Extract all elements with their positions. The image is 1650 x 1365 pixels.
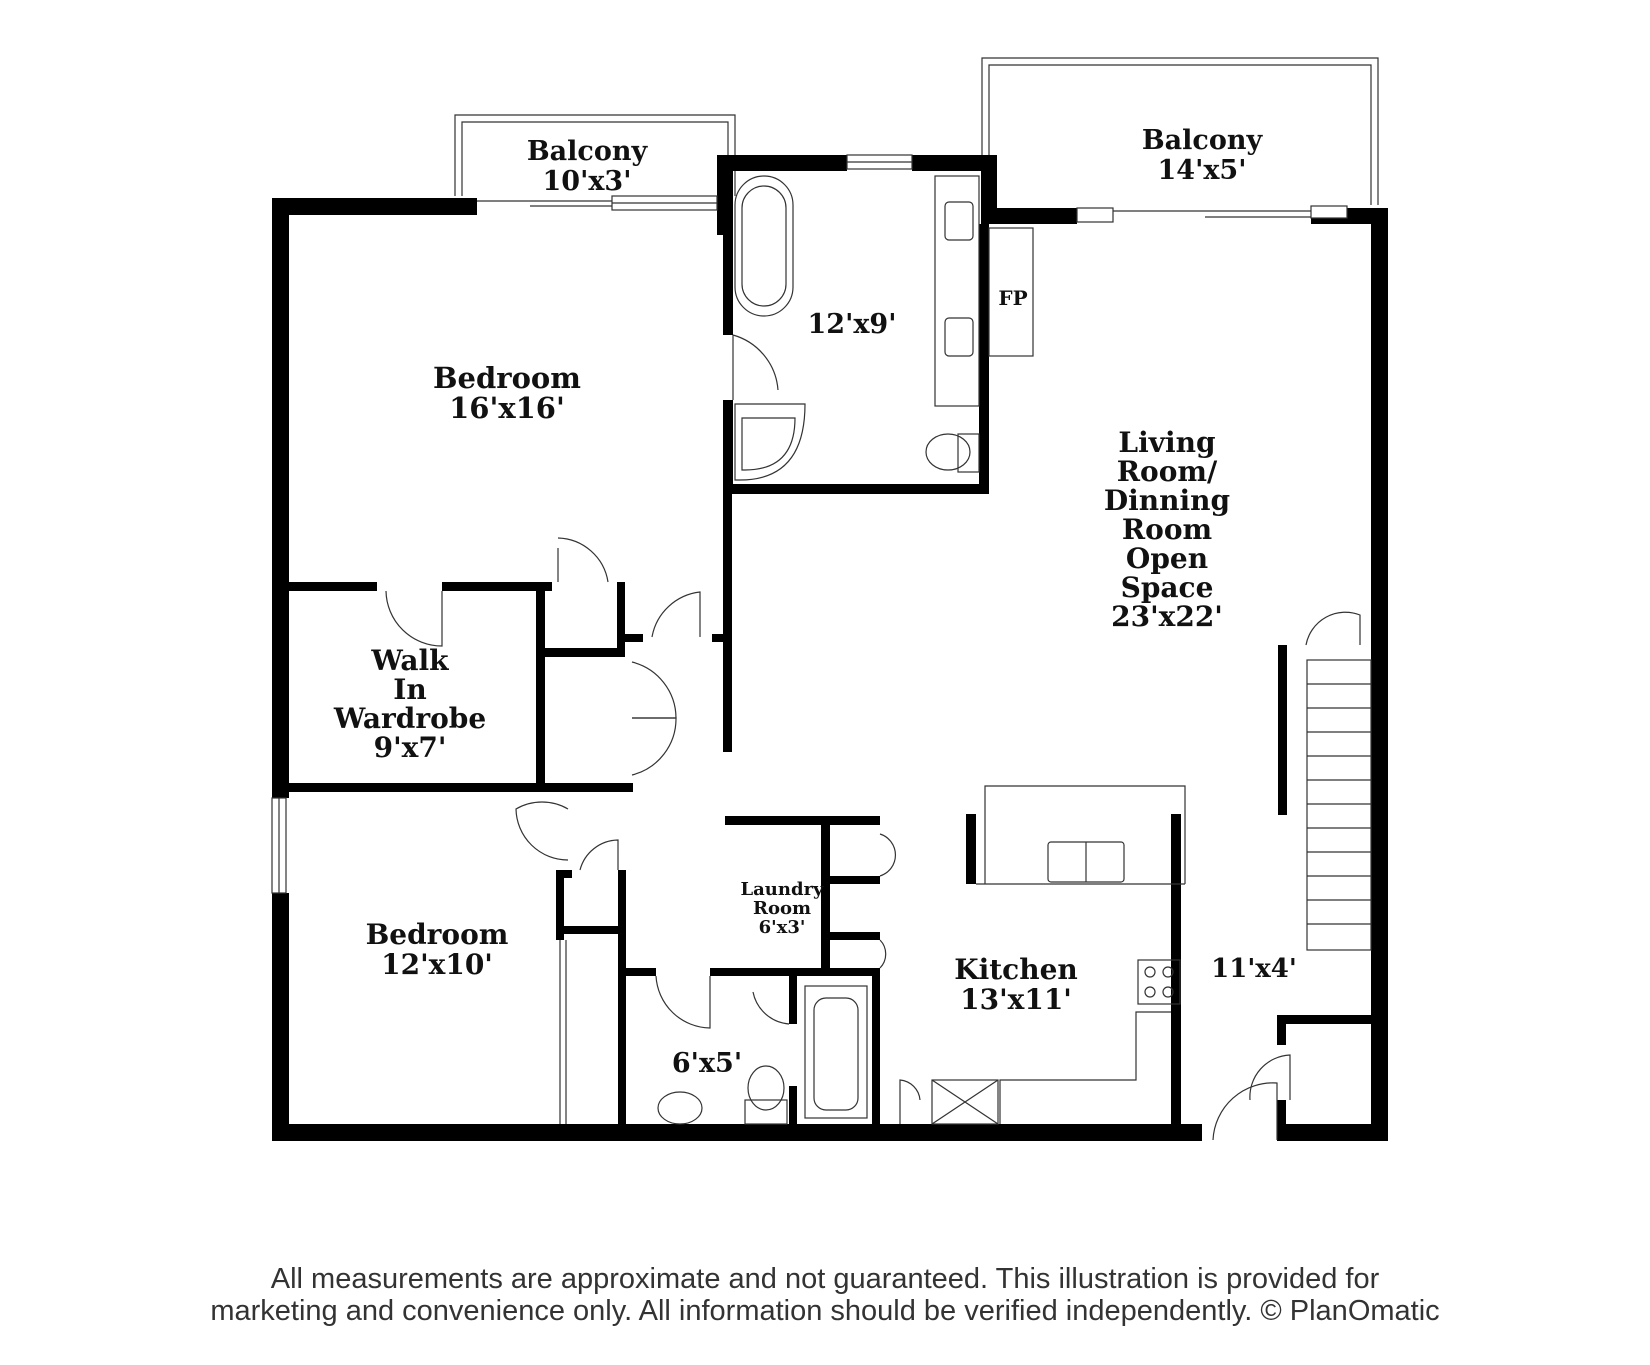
laundry-line1: Laundry [740, 879, 824, 900]
room-balcony-right: Balcony 14'x5' [1142, 125, 1264, 186]
bedroom-second-name: Bedroom [366, 918, 509, 951]
living-line5: Open [1126, 542, 1208, 575]
wardrobe-line1: Walk [370, 644, 449, 677]
entry-size: 11'x4' [1211, 954, 1297, 984]
wardrobe-line2: In [393, 673, 426, 706]
kitchen-name: Kitchen [954, 953, 1077, 986]
room-bedroom-second: Bedroom 12'x10' [366, 918, 509, 981]
room-bath-small: 6'x5' [672, 1048, 742, 1079]
room-living: Living Room/ Dinning Room Open Space 23'… [1104, 426, 1230, 633]
balcony-left-name: Balcony [527, 136, 649, 167]
kitchen-size: 13'x11' [960, 983, 1072, 1016]
bedroom-second-size: 12'x10' [381, 948, 493, 981]
disclaimer: All measurements are approximate and not… [0, 1263, 1650, 1327]
master-bath-size: 12'x9' [808, 309, 897, 340]
laundry-line2: Room [753, 898, 811, 919]
small-bath-fixtures [657, 985, 868, 1125]
balcony-left-size: 10'x3' [543, 166, 632, 197]
laundry-size: 6'x3' [759, 917, 806, 938]
room-wardrobe: Walk In Wardrobe 9'x7' [333, 644, 486, 764]
interior-walls [289, 224, 1388, 1124]
room-kitchen: Kitchen 13'x11' [954, 953, 1077, 1016]
balcony-right-outline [981, 57, 1379, 205]
wardrobe-line3: Wardrobe [333, 702, 486, 735]
fireplace-label: FP [998, 286, 1027, 310]
balcony-right-size: 14'x5' [1158, 155, 1247, 186]
living-line1: Living [1118, 426, 1215, 459]
room-entry: 11'x4' [1211, 954, 1297, 984]
living-line2: Room/ [1117, 455, 1218, 488]
bath-small-size: 6'x5' [672, 1048, 742, 1079]
room-balcony-left: Balcony 10'x3' [527, 136, 649, 197]
disclaimer-line2: marketing and convenience only. All info… [210, 1295, 1440, 1327]
exterior-walls [272, 155, 1388, 1141]
doors [385, 334, 1361, 1141]
windows [271, 154, 1348, 1124]
disclaimer-line1: All measurements are approximate and not… [270, 1263, 1380, 1295]
balcony-right-name: Balcony [1142, 125, 1264, 156]
fireplace: FP [998, 286, 1027, 310]
living-line4: Room [1122, 513, 1212, 546]
master-bath-fixtures [734, 175, 1034, 481]
room-master-bath: 12'x9' [808, 309, 897, 340]
living-size: 23'x22' [1111, 600, 1223, 633]
bedroom-main-name: Bedroom [433, 361, 581, 395]
room-laundry: Laundry Room 6'x3' [740, 879, 824, 938]
wardrobe-size: 9'x7' [374, 731, 447, 764]
stairs [1306, 659, 1372, 951]
living-line6: Space [1121, 571, 1214, 604]
bedroom-main-size: 16'x16' [449, 391, 565, 425]
kitchen-fixtures [931, 785, 1186, 1125]
room-bedroom-main: Bedroom 16'x16' [433, 361, 581, 425]
living-line3: Dinning [1104, 484, 1230, 517]
